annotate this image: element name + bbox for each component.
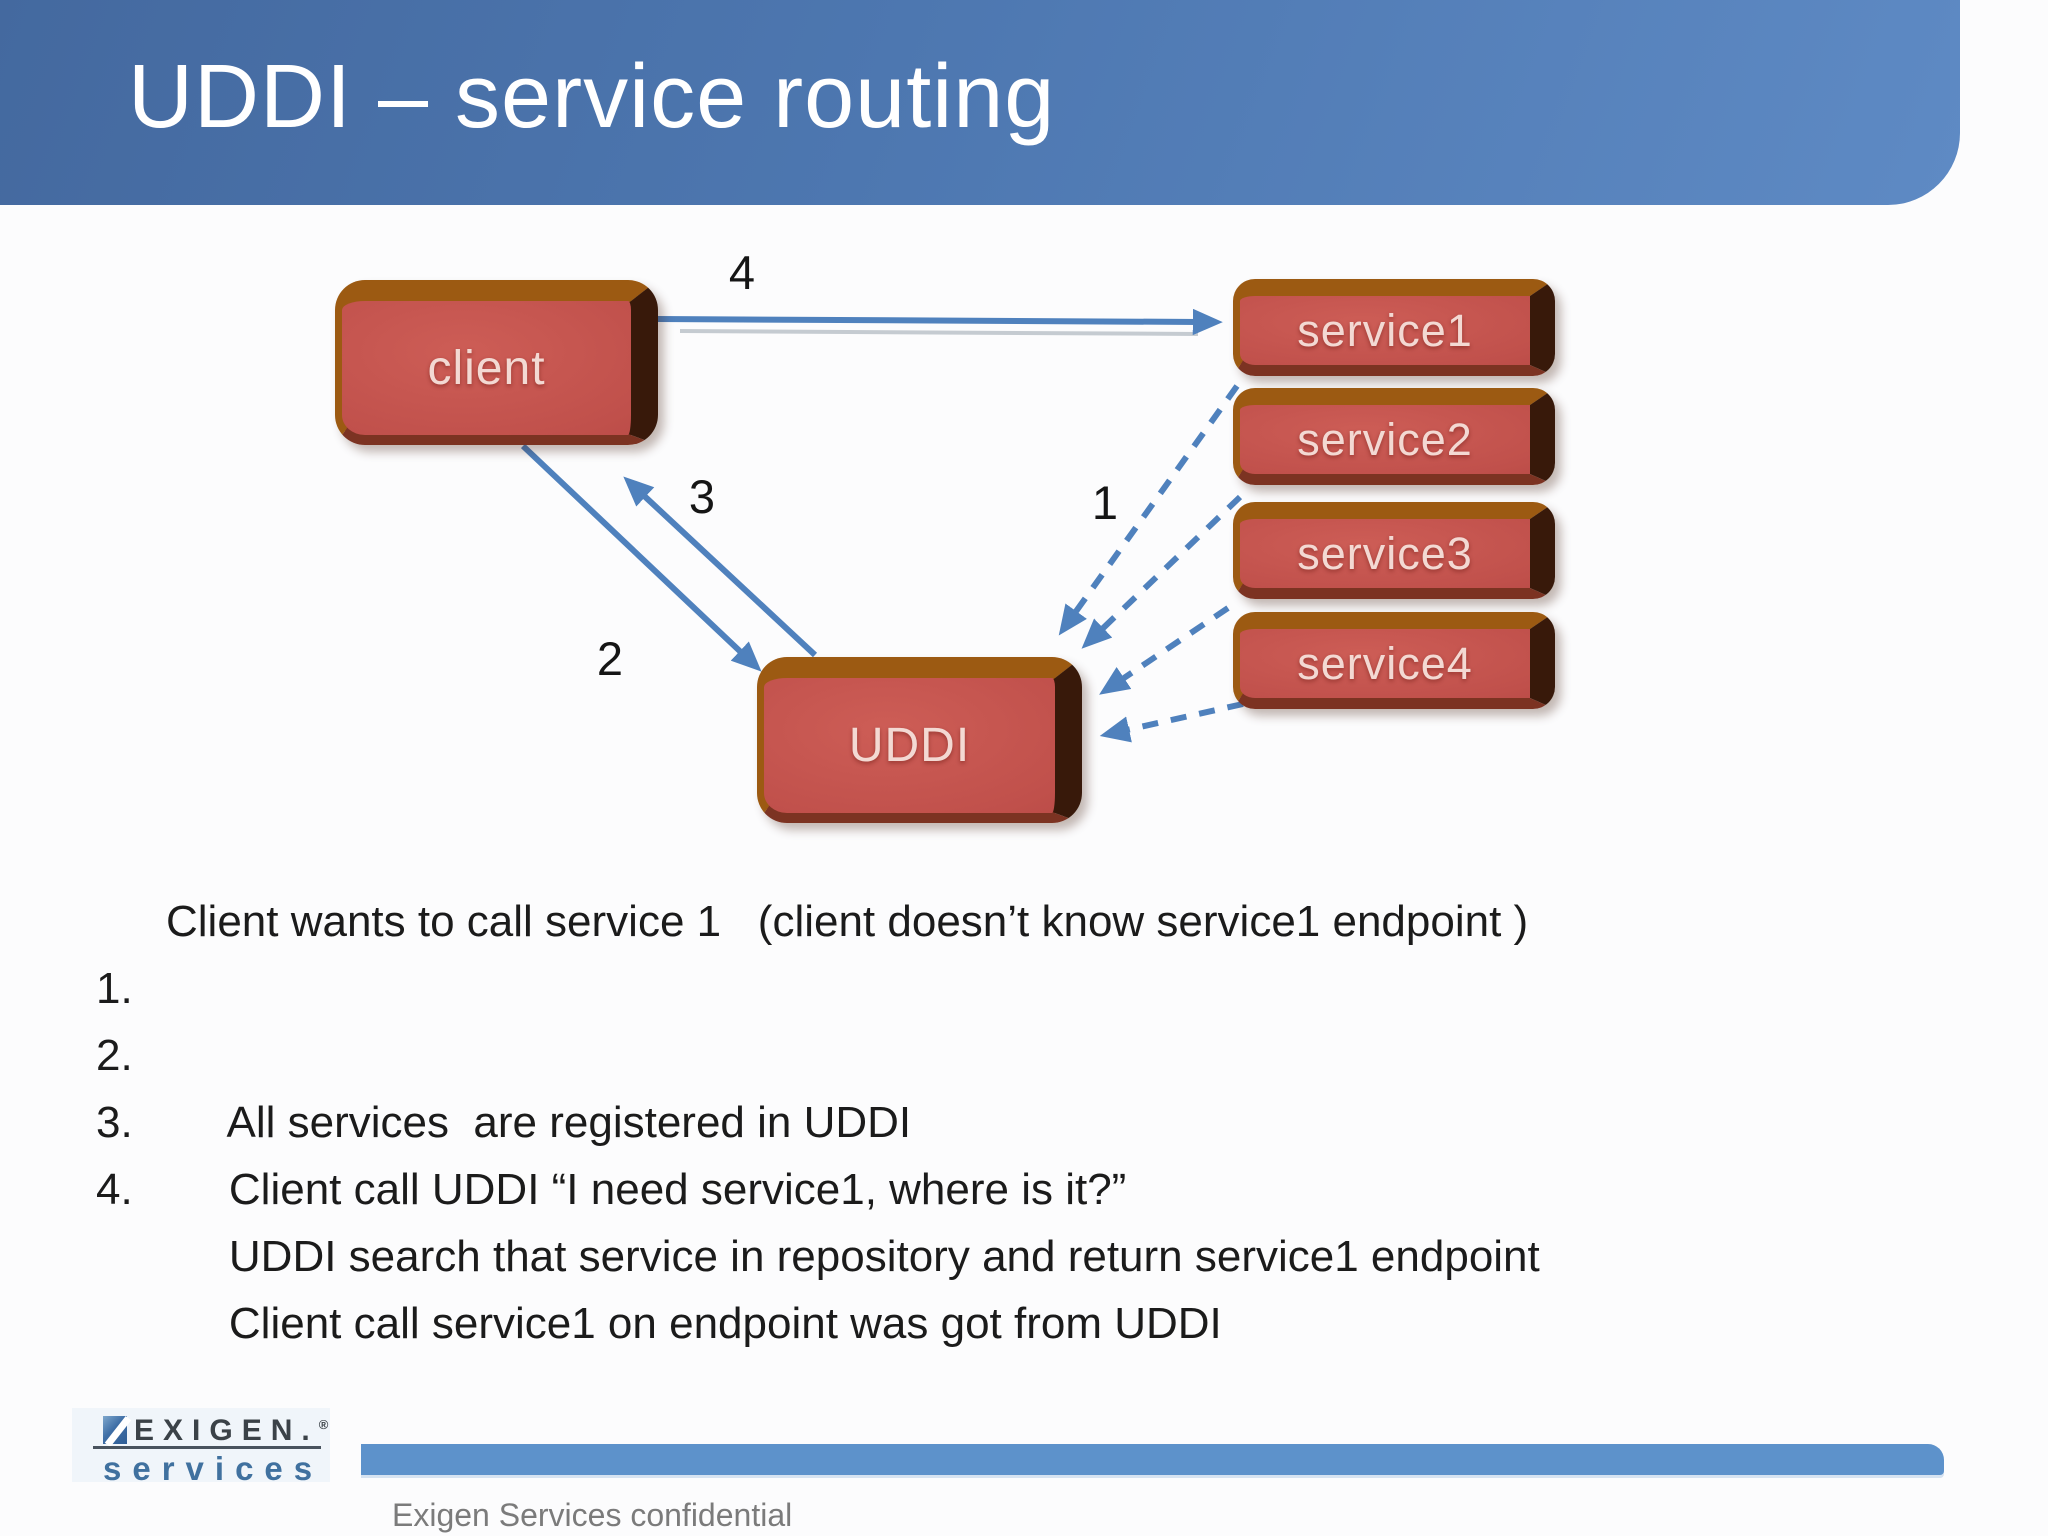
- node-uddi-label: UDDI: [848, 719, 971, 772]
- list-item-number: 1.: [96, 964, 133, 1013]
- arrow-step4: [656, 308, 1223, 336]
- list-item-text: Client call service1 on endpoint was got…: [228, 1299, 1222, 1348]
- page-title: UDDI – service routing: [128, 47, 1056, 147]
- list-item-number: 2.: [96, 1031, 133, 1080]
- registered-mark-icon: ®: [318, 1417, 329, 1432]
- node-service1: service1: [1233, 279, 1555, 376]
- list-item: 3. UDDI search that service in repositor…: [0, 1089, 1900, 1281]
- arrow-step1-service4: [1099, 701, 1244, 743]
- notes-intro: Client wants to call service 1 (client d…: [166, 897, 1529, 946]
- step-label-1: 1: [1091, 476, 1119, 529]
- list-item: 1. All services are registered in UDDI: [0, 955, 1900, 1147]
- node-service3: service3: [1233, 502, 1555, 599]
- list-item: 4. Client call service1 on endpoint was …: [0, 1156, 1900, 1348]
- confidential-note: Exigen Services confidential: [392, 1497, 793, 1533]
- arrow-4-shadow: [679, 329, 1199, 336]
- footer-accent-bar: [361, 1444, 1944, 1475]
- list-item-text: Client call UDDI “I need service1, where…: [228, 1165, 1127, 1214]
- list-item-text: All services are registered in UDDI: [226, 1098, 912, 1147]
- arrow-step1-service3: [1099, 605, 1230, 695]
- node-service2: service2: [1233, 388, 1555, 485]
- step-label-4: 4: [728, 246, 756, 299]
- list-item-number: 3.: [96, 1098, 133, 1147]
- step-label-2: 2: [596, 632, 624, 685]
- exigen-logo-text: EXIGEN.®: [134, 1414, 328, 1448]
- exigen-logo-icon: [103, 1416, 127, 1444]
- notes-list: Client wants to call service 1 (client d…: [0, 888, 1900, 1348]
- node-client: client: [335, 280, 658, 445]
- list-item: 2. Client call UDDI “I need service1, wh…: [0, 1022, 1900, 1214]
- node-service4: service4: [1233, 612, 1555, 709]
- list-item-text: UDDI search that service in repository a…: [228, 1232, 1540, 1281]
- node-client-label: client: [427, 341, 546, 395]
- header-banner: UDDI – service routing: [0, 0, 1960, 205]
- node-service4-label: service4: [1297, 637, 1473, 689]
- node-service3-label: service3: [1297, 527, 1473, 579]
- exigen-logo-services-text: services: [103, 1450, 324, 1487]
- exigen-logo-wordmark: EXIGEN.: [134, 1414, 319, 1447]
- step-label-3: 3: [688, 470, 716, 523]
- node-uddi: UDDI: [757, 657, 1082, 823]
- logo-divider: [93, 1446, 321, 1449]
- list-item-number: 4.: [96, 1165, 133, 1214]
- node-service1-label: service1: [1297, 304, 1473, 356]
- node-service2-label: service2: [1297, 413, 1473, 465]
